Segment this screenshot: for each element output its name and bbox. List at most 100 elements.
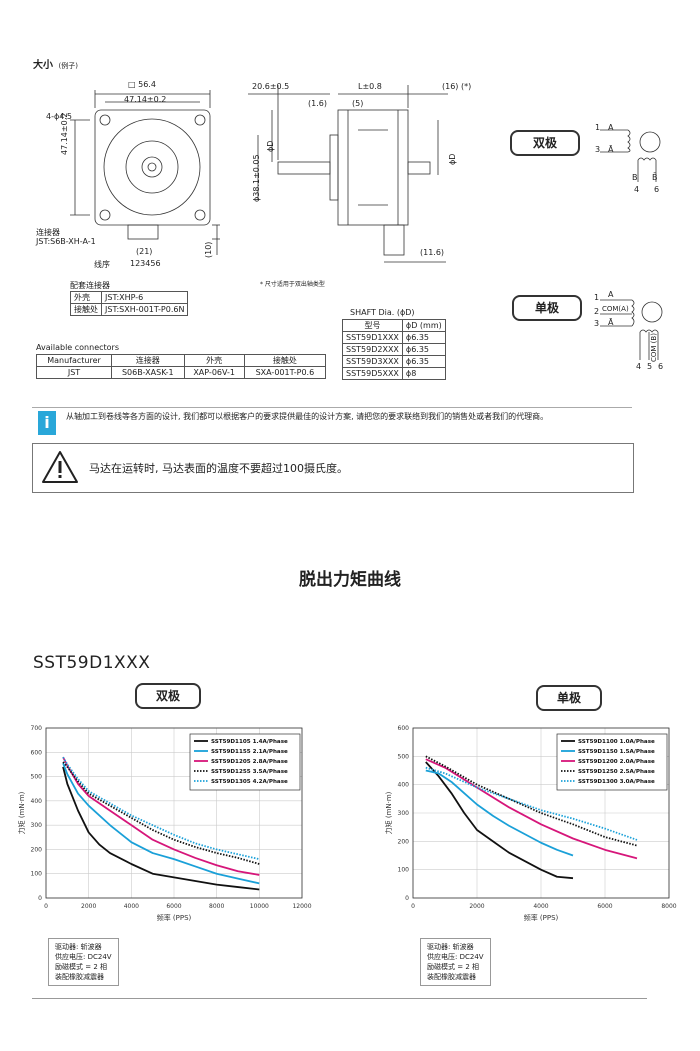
info-box: i 从轴加工到卷线等各方面的设计, 我们都可以根据客户的要求提供最佳的设计方案,…	[32, 407, 632, 438]
bipolar-pin-abar: Ā	[608, 145, 614, 154]
legend-entry: SST59D1105 1.4A/Phase	[211, 739, 288, 745]
dim-square: □ 56.4	[128, 80, 156, 89]
shaft-table-title: SHAFT Dia. (ϕD)	[350, 308, 415, 317]
y-tick-label: 600	[398, 725, 410, 732]
series-line	[62, 761, 260, 865]
warning-icon	[42, 451, 78, 483]
table-cell: SST59D5XXX	[342, 367, 403, 380]
legend-entry: SST59D1100 1.0A/Phase	[578, 739, 655, 745]
series-line	[425, 755, 638, 847]
dim-holes: 4-ϕ4.5	[46, 112, 72, 121]
bipolar-pin-4: 4	[634, 185, 640, 194]
table-header: 型号	[342, 319, 403, 332]
x-axis-label: 频率 (PPS)	[524, 913, 559, 922]
side-view-drawing	[248, 85, 448, 263]
dim-shaft-d2-text: ϕD	[448, 153, 457, 165]
series-line	[425, 766, 638, 841]
dim-boss: ϕ38.1±0.05	[252, 154, 261, 202]
series-line	[62, 756, 260, 861]
series-line	[62, 762, 260, 885]
dim-side-6: (11.6)	[420, 248, 445, 257]
plot-frame	[412, 727, 670, 899]
table-header: Manufacturer	[36, 354, 112, 367]
size-title: 大小 (例子)	[33, 56, 78, 71]
series-line	[62, 766, 260, 891]
drive-note-line: 励磁模式 = 2 相	[55, 963, 107, 971]
legend-box	[556, 733, 668, 791]
unipolar-pin-3: 3	[594, 319, 600, 328]
y-tick-label: 400	[398, 782, 410, 789]
front-view-drawing	[70, 90, 220, 255]
drive-notes-left: 驱动器: 斩波器 供应电压: DC24V 励磁模式 = 2 相 装配橡胶减震器	[48, 938, 119, 986]
bipolar-pin-b: B	[632, 173, 638, 182]
x-tick-label: 6000	[166, 903, 181, 910]
y-tick-label: 100	[398, 867, 410, 874]
x-tick-label: 8000	[661, 903, 676, 910]
drive-note-line: 供应电压: DC24V	[55, 953, 112, 961]
unipolar-pin-a: A	[608, 290, 614, 299]
dim-side-3: (5)	[352, 99, 364, 108]
mating-connector-title: 配套连接器	[70, 281, 110, 290]
dim-shaft-d2: ϕD	[448, 154, 457, 165]
unipolar-wiring-diagram	[600, 299, 663, 360]
dim-side-4: L±0.8	[358, 82, 382, 91]
dim-ten: (10)	[204, 242, 213, 258]
unipolar-pin-4: 4	[636, 362, 642, 371]
x-axis-label: 频率 (PPS)	[157, 913, 192, 922]
dim-shaft-d-text: ϕD	[266, 140, 275, 152]
size-title-text: 大小	[33, 60, 53, 71]
y-tick-label: 300	[31, 822, 43, 829]
unipolar-pin-5: 5	[647, 362, 653, 371]
x-tick-label: 4000	[124, 903, 139, 910]
x-tick-label: 12000	[292, 903, 311, 910]
available-connectors-table: Manufacturer 连接器 外壳 接触处 JST S06B-XASK-1 …	[36, 354, 327, 379]
table-cell: SST59D1XXX	[342, 331, 403, 344]
warning-text: 马达在运转时, 马达表面的温度不要超过100摄氏度。	[89, 462, 348, 475]
dim-boss-text: ϕ38.1±0.05	[252, 154, 261, 202]
dim-pitch-left: 47.14±0.2	[60, 113, 69, 155]
series-line	[425, 769, 574, 857]
table-cell: JST	[36, 366, 112, 379]
table-cell: ϕ6.35	[401, 343, 446, 356]
y-axis-label: 力矩 (mN·m)	[18, 791, 26, 834]
bipolar-chart-pill: 双极	[135, 683, 201, 709]
table-row: Manufacturer 连接器 外壳 接触处	[36, 354, 327, 367]
side-footnote: * 尺寸适用于双出轴类型	[260, 281, 325, 288]
unipolar-pin-2: 2	[594, 307, 600, 316]
drive-note-line: 励磁模式 = 2 相	[427, 963, 479, 971]
y-tick-label: 500	[398, 753, 410, 760]
legend-entry: SST59D1150 1.5A/Phase	[578, 749, 655, 755]
legend-entry: SST59D1250 2.5A/Phase	[578, 769, 655, 775]
warning-box: 马达在运转时, 马达表面的温度不要超过100摄氏度。	[32, 443, 634, 493]
available-connectors-title: Available connectors	[36, 343, 119, 352]
y-tick-label: 700	[31, 725, 43, 732]
unipolar-com-b: COM (B)	[650, 333, 658, 362]
bipolar-pin-bbar: B̄	[652, 173, 658, 182]
model-title: SST59D1XXX	[33, 653, 151, 673]
plot-frame	[45, 727, 303, 899]
curve-title: 脱出力矩曲线	[299, 570, 401, 590]
series-line	[425, 761, 574, 880]
table-cell: ϕ6.35	[401, 331, 446, 344]
legend-entry: SST59D1300 3.0A/Phase	[578, 779, 655, 785]
table-cell: JST:XHP-6	[100, 291, 189, 304]
unipolar-pin-abar: Ā	[608, 318, 614, 327]
drive-note-line: 供应电压: DC24V	[427, 953, 484, 961]
unipolar-com-b-text: COM (B)	[650, 333, 658, 362]
wire-order-label: 线序	[94, 260, 110, 269]
y-tick-label: 300	[398, 810, 410, 817]
x-tick-label: 0	[411, 903, 415, 910]
table-row: JST S06B-XASK-1 XAP-06V-1 SXA-001T-P0.6	[36, 366, 327, 379]
dim-pitch-top: 47.14±0.2	[124, 95, 167, 104]
x-tick-label: 6000	[597, 903, 612, 910]
y-tick-label: 0	[38, 895, 42, 902]
bipolar-pin-a: A	[608, 123, 614, 132]
bipolar-pin-6: 6	[654, 185, 660, 194]
